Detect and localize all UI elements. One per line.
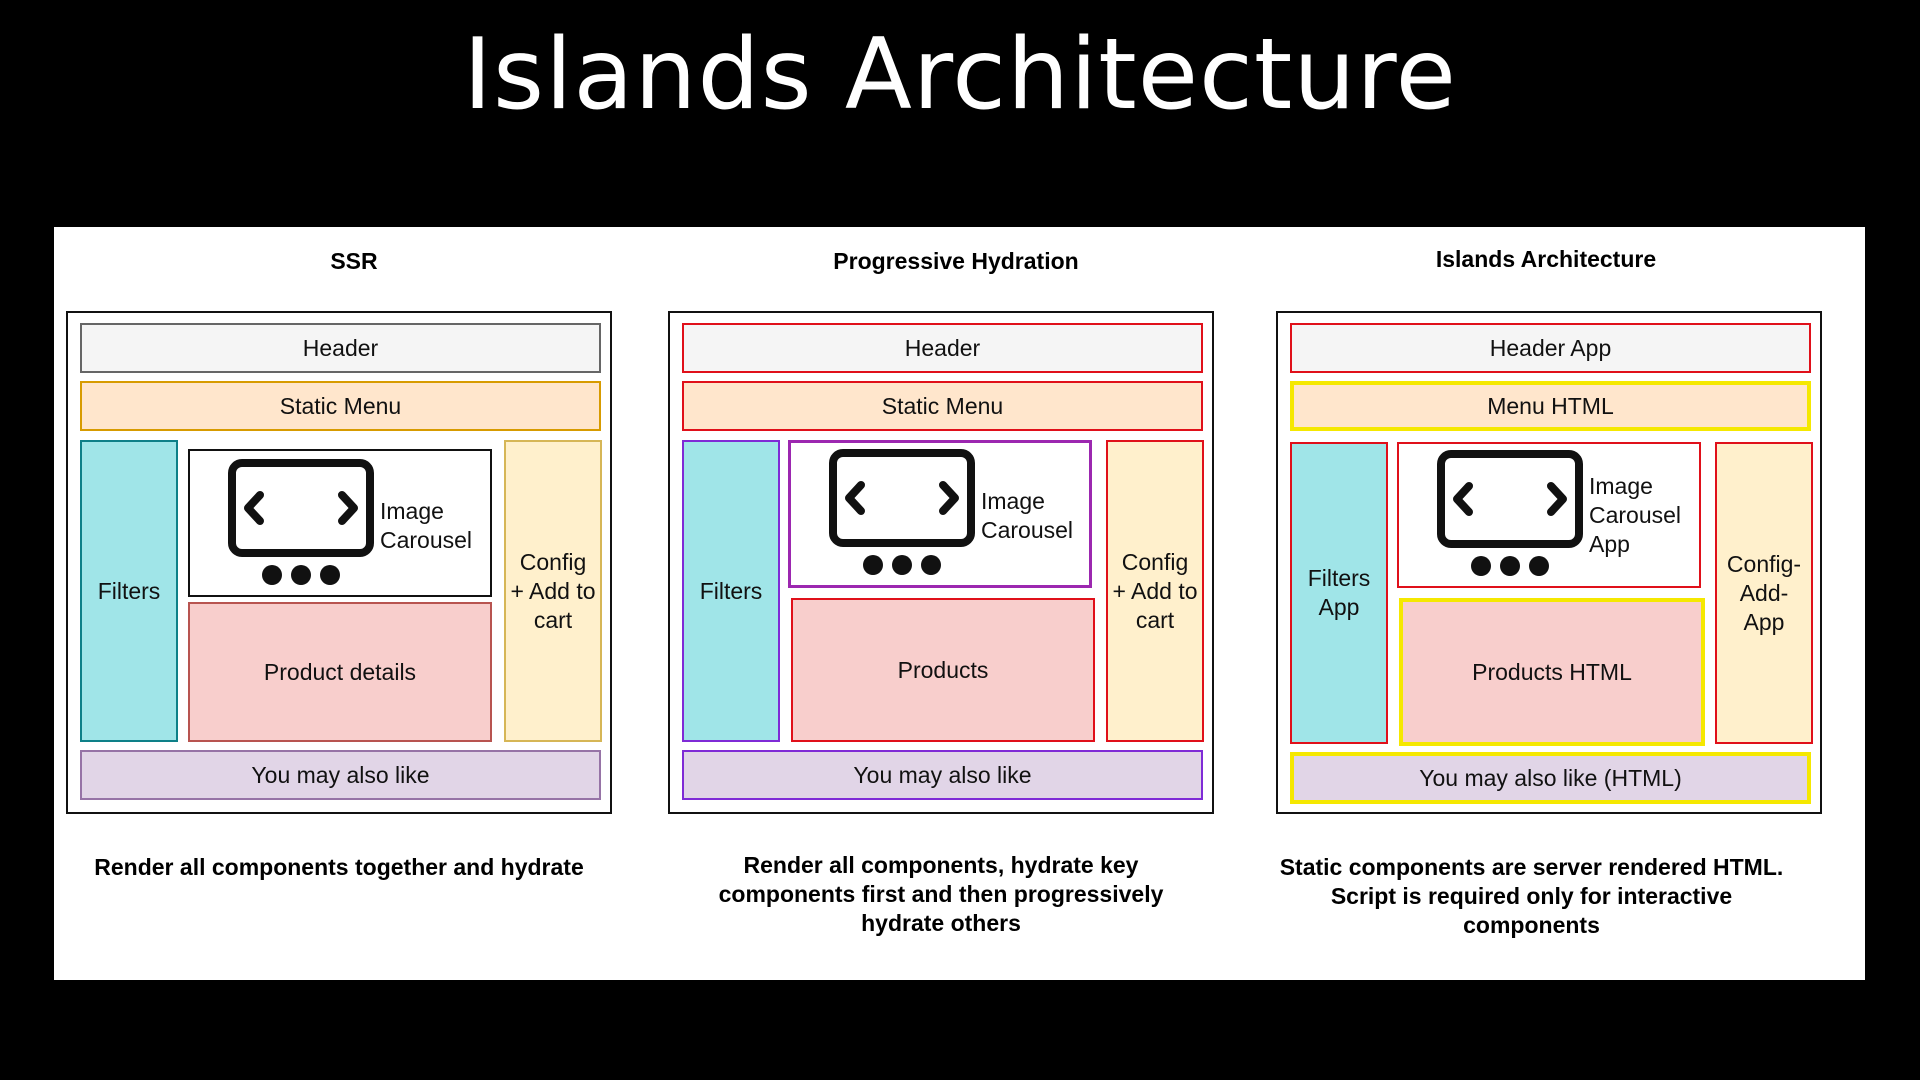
header-box: Header App — [1290, 323, 1811, 373]
recommendations-box: You may also like — [80, 750, 601, 800]
recommendations-box: You may also like — [682, 750, 1203, 800]
panel-caption: Static components are server rendered HT… — [1279, 854, 1784, 938]
panel-title: Islands Architecture — [1435, 246, 1657, 272]
carousel-box: Image Carousel — [188, 449, 492, 597]
panel-title: SSR — [330, 248, 378, 274]
page-frame: Header Static Menu Filters Image Carouse… — [66, 311, 612, 814]
config-box: Config + Add to cart — [1106, 440, 1204, 742]
main-content-box: Product details — [188, 602, 492, 742]
recommendations-box: You may also like (HTML) — [1290, 752, 1811, 804]
filters-box: Filters App — [1290, 442, 1388, 744]
header-box: Header — [80, 323, 601, 373]
carousel-label: Image Carousel — [380, 498, 473, 553]
image-carousel-icon — [228, 459, 374, 585]
filters-box: Filters — [682, 440, 780, 742]
menu-box: Static Menu — [682, 381, 1203, 431]
image-carousel-icon — [1437, 450, 1583, 576]
image-carousel-icon — [829, 449, 975, 575]
page-frame: Header Static Menu Filters Image Carouse… — [668, 311, 1214, 814]
carousel-box: Image Carousel App — [1397, 442, 1701, 588]
panel-title: Progressive Hydration — [833, 248, 1079, 274]
carousel-box: Image Carousel — [788, 440, 1092, 588]
carousel-label: Image Carousel — [981, 488, 1074, 543]
slide-title: Islands Architecture — [463, 18, 1457, 132]
panel-progressive-hydration: Progressive Hydration Header Static Menu… — [656, 227, 1256, 980]
page-frame: Header App Menu HTML Filters App Image C… — [1276, 311, 1822, 814]
panel-caption: Render all components together and hydra… — [94, 854, 584, 880]
carousel-label: Image Carousel App — [1589, 473, 1682, 557]
filters-box: Filters — [80, 440, 178, 742]
menu-box: Static Menu — [80, 381, 601, 431]
panel-ssr: SSR Header Static Menu Filters Image Car… — [54, 227, 654, 980]
architecture-diagram: SSR Header Static Menu Filters Image Car… — [54, 227, 1865, 980]
main-content-box: Products — [791, 598, 1095, 742]
menu-box: Menu HTML — [1290, 381, 1811, 431]
panel-islands-architecture: Islands Architecture Header App Menu HTM… — [1260, 227, 1860, 980]
config-box: Config + Add to cart — [504, 440, 602, 742]
config-box: Config- Add- App — [1715, 442, 1813, 744]
panel-caption: Render all components, hydrate key compo… — [718, 852, 1164, 936]
header-box: Header — [682, 323, 1203, 373]
main-content-box: Products HTML — [1399, 598, 1705, 746]
